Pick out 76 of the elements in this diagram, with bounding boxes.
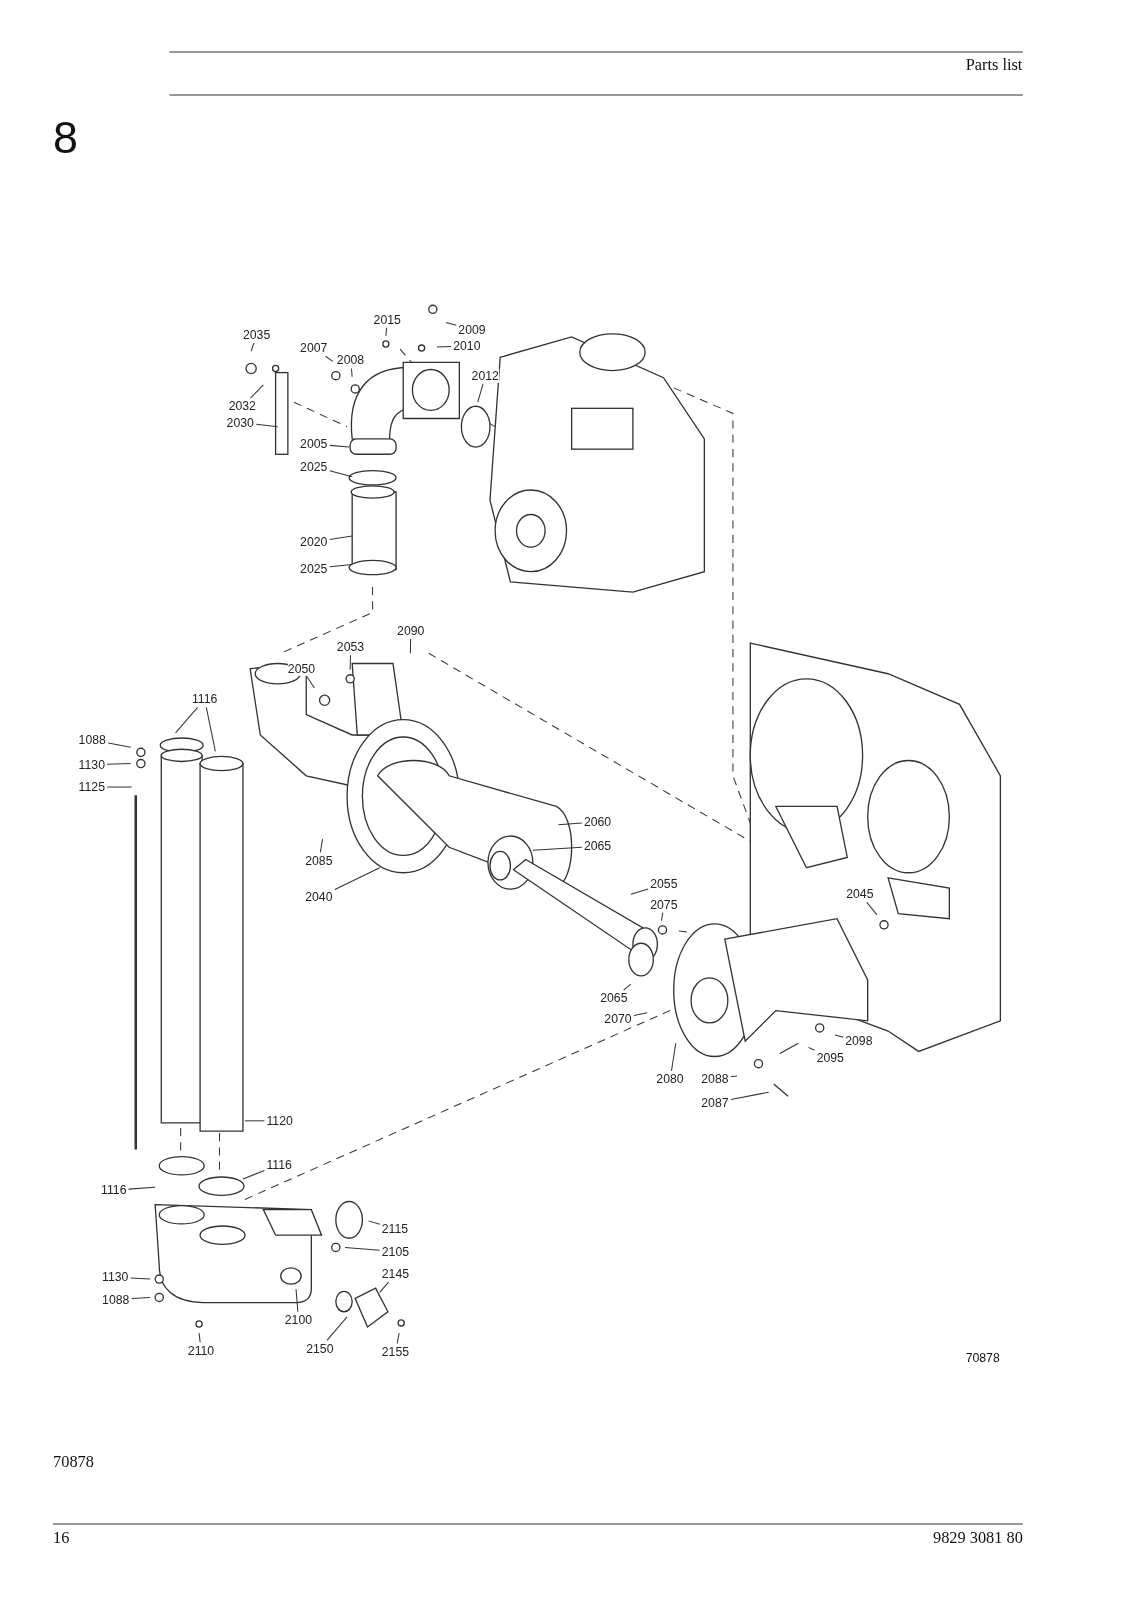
leader-line [557,822,583,826]
leader-line [730,1075,738,1078]
callout-number: 2030 [226,415,254,430]
callout-number: 1088 [102,1292,130,1307]
document-number: 9829 3081 80 [933,1530,1023,1547]
callout-number: 2009 [458,322,486,337]
callout-number: 2015 [373,312,401,327]
callout-number: 2035 [242,327,271,342]
leader-line [477,383,484,403]
callout-number: 2075 [650,897,678,912]
leader-line [244,1120,265,1122]
callout-number: 2087 [701,1095,729,1110]
leader-line [532,846,583,851]
callout-number: 2085 [305,853,333,868]
leader-line [329,444,350,448]
leader-line [255,423,279,428]
leader-line [130,1277,151,1280]
section-number: 8 [53,115,79,161]
callout-number: 2060 [583,814,612,829]
callout-number: 2095 [816,1050,844,1065]
callout-number: 2105 [381,1244,410,1259]
leader-line [106,786,133,788]
leader-line [633,1012,648,1016]
leader-line [295,1288,299,1313]
leader-line [306,676,315,689]
leader-line [107,742,132,748]
leader-line [205,706,216,752]
leader-line [329,535,353,540]
leader-line [344,1246,381,1251]
leader-line [249,384,264,399]
leader-line [730,1091,770,1100]
leader-line [128,1186,156,1190]
callout-number: 2050 [287,661,316,676]
drawing-number: 70878 [965,1351,1000,1364]
callout-number: 2070 [604,1011,632,1026]
callout-number: 1130 [78,757,105,772]
callout-number: 2012 [471,368,499,383]
leader-line [866,901,878,916]
leader-line [319,838,324,853]
leader-line [385,327,388,337]
drawing-number: 70878 [53,1453,94,1470]
leader-line [396,1332,400,1344]
leader-line [326,1316,348,1341]
leader-line [368,1220,381,1225]
leader-line [623,983,632,991]
leader-line [660,912,664,922]
leader-line [445,322,457,326]
leader-line [131,1296,151,1300]
leader-line [175,706,199,734]
leader-line [242,1170,265,1180]
leader-line [198,1332,201,1343]
callout-number: 2025 [300,561,328,576]
callout-number: 2155 [381,1344,410,1359]
leader-line [834,1034,844,1038]
callout-number: 2090 [397,623,425,638]
leader-line [329,564,353,568]
callout-number: 2025 [300,459,328,474]
leader-line [250,342,255,352]
leader-line [349,654,351,671]
leader-line [350,368,353,378]
leader-line [807,1046,816,1051]
leader-line [329,470,353,478]
leader-line [670,1042,677,1072]
callout-number: 1120 [266,1113,293,1128]
leader-line [436,346,452,348]
leader-line [409,638,412,654]
leader-line [630,888,649,895]
callout-number: 2110 [187,1343,215,1358]
leader-line [379,1281,390,1293]
header-title: Parts list [965,57,1023,74]
page-number: 16 [53,1530,70,1547]
leader-line [334,867,381,891]
leader-line [325,355,334,362]
callout-number: 1116 [266,1157,292,1172]
leader-line [106,763,132,765]
callout-number: 2150 [306,1341,334,1356]
